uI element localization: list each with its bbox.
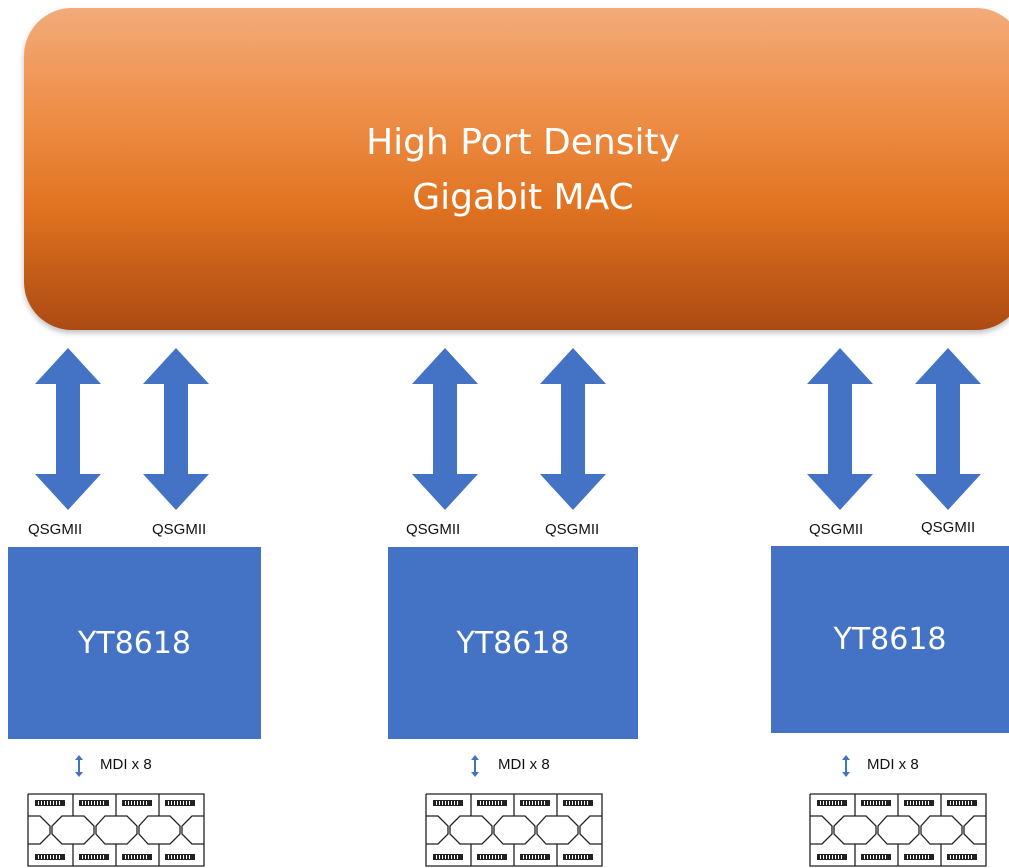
mac-label-line-1: High Port Density [366,122,680,163]
phy-chip: YT8618 [8,547,261,739]
interface-label: QSGMII [152,521,207,538]
interface-label: QSGMII [809,521,864,538]
double-headed-arrow-icon [540,348,606,510]
small-double-arrow-icon [842,755,850,777]
chip-label: YT8618 [456,625,570,661]
rj45-port-group-icon [26,792,206,868]
double-headed-arrow-icon [915,348,981,510]
chip-label: YT8618 [78,625,191,661]
mdi-label: MDI x 8 [498,756,550,773]
gigabit-mac-block [24,8,1009,330]
phy-chip: YT8618 [771,546,1009,733]
mac-label: High Port Density Gigabit MAC [0,115,1009,225]
rj45-port-group-icon [808,792,988,868]
chip-label: YT8618 [833,622,947,657]
double-headed-arrow-icon [35,348,101,510]
rj45-port-group-icon [424,792,604,868]
interface-label: QSGMII [28,521,83,538]
double-headed-arrow-icon [807,348,873,510]
small-double-arrow-icon [75,755,83,777]
small-double-arrow-icon [471,755,479,777]
interface-label: QSGMII [921,519,976,536]
interface-label: QSGMII [406,521,461,538]
double-headed-arrow-icon [412,348,478,510]
double-headed-arrow-icon [143,348,209,510]
mac-label-line-2: Gigabit MAC [412,177,634,218]
mdi-label: MDI x 8 [867,756,919,773]
interface-label: QSGMII [545,521,600,538]
mdi-label: MDI x 8 [100,756,152,773]
phy-chip: YT8618 [388,547,638,739]
